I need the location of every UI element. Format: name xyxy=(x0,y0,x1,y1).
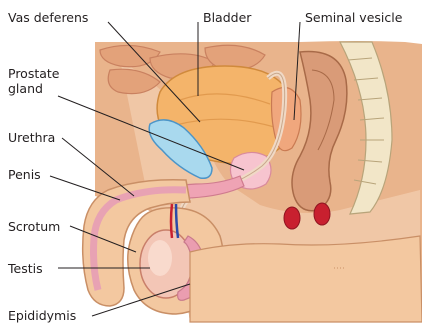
label-bladder: Bladder xyxy=(203,10,251,25)
label-epididymis: Epididymis xyxy=(8,308,76,323)
label-prostate-gland: Prostate gland xyxy=(8,66,68,96)
bulbourethral-gland xyxy=(284,207,300,229)
label-scrotum: Scrotum xyxy=(8,219,60,234)
thigh xyxy=(190,236,422,322)
artery xyxy=(171,204,172,238)
anal-sphincter xyxy=(314,203,330,225)
label-testis: Testis xyxy=(8,261,43,276)
label-penis: Penis xyxy=(8,167,41,182)
label-urethra: Urethra xyxy=(8,130,55,145)
label-vas-deferens: Vas deferens xyxy=(8,10,88,25)
label-seminal-vesicle: Seminal vesicle xyxy=(305,10,402,25)
